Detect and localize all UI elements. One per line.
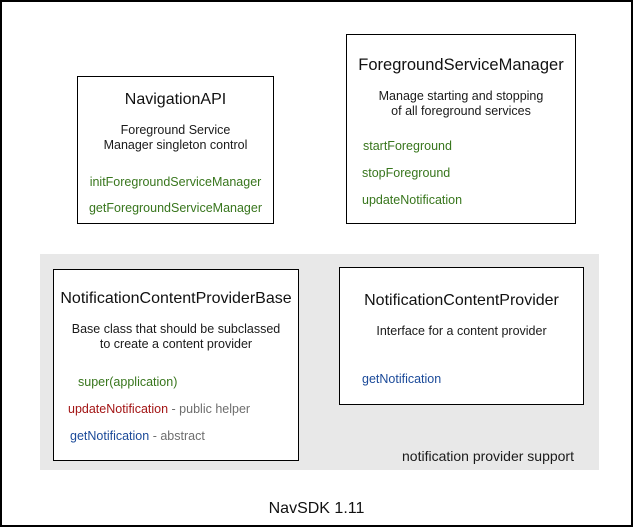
description-line: Base class that should be subclassed <box>71 322 281 336</box>
description-line: to create a content provider <box>99 337 253 351</box>
description-line: Foreground Service <box>120 123 231 137</box>
method-get-notification: getNotification - abstract <box>70 429 205 443</box>
method-init-foreground-service-manager: initForegroundServiceManager <box>89 175 262 189</box>
class-title: ForegroundServiceManager <box>358 56 564 74</box>
class-description: Manage starting and stopping of all fore… <box>347 89 575 119</box>
class-title: NotificationContentProvider <box>364 292 559 309</box>
group-label: notification provider support <box>402 448 574 464</box>
description-line: Interface for a content provider <box>376 324 547 338</box>
description-line: Manager singleton control <box>103 138 248 152</box>
method-get-foreground-service-manager: getForegroundServiceManager <box>88 201 263 215</box>
method-super-application: super(application) <box>78 375 178 389</box>
class-title: NotificationContentProviderBase <box>60 290 292 307</box>
description-line: of all foreground services <box>391 104 531 118</box>
notification-provider-group: NotificationContentProviderBase Base cla… <box>40 254 599 470</box>
foreground-service-manager-box: ForegroundServiceManager Manage starting… <box>346 34 576 224</box>
method-update-notification: updateNotification - public helper <box>68 402 251 416</box>
navigation-api-box: NavigationAPI Foreground Service Manager… <box>77 76 274 224</box>
description-line: Manage starting and stopping <box>378 89 544 103</box>
method-update-notification: updateNotification <box>362 193 463 207</box>
notification-content-provider-box: NotificationContentProvider Interface fo… <box>339 267 584 405</box>
method-stop-foreground: stopForeground <box>362 166 451 180</box>
method-start-foreground: startForeground <box>363 139 452 153</box>
class-description: Base class that should be subclassed to … <box>54 322 298 352</box>
notification-content-provider-base-box: NotificationContentProviderBase Base cla… <box>53 269 299 461</box>
class-description: Interface for a content provider <box>340 324 583 339</box>
method-get-notification: getNotification <box>362 372 442 386</box>
class-description: Foreground Service Manager singleton con… <box>78 123 273 153</box>
class-title: NavigationAPI <box>124 91 227 108</box>
sdk-version-label: NavSDK 1.11 <box>268 500 365 517</box>
